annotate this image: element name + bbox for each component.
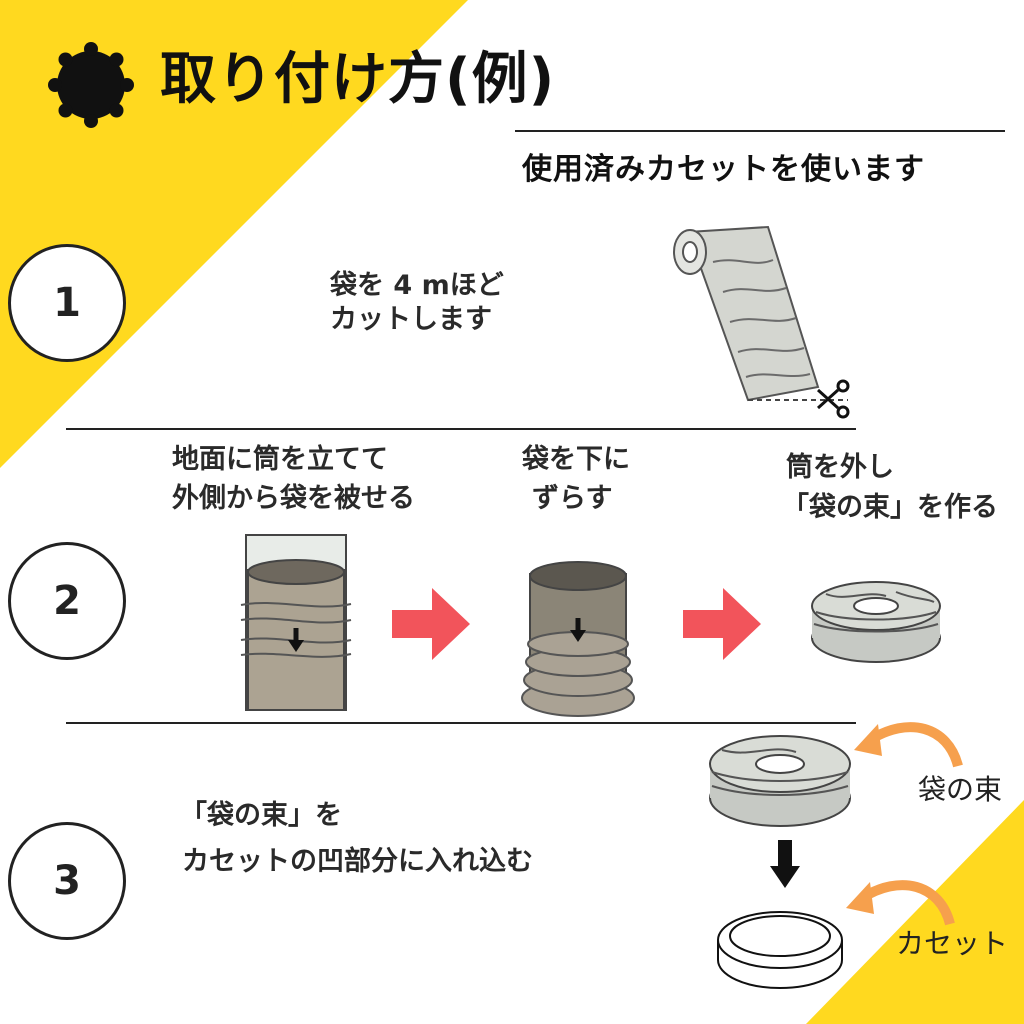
page-title: 取り付け方(例) [160, 47, 556, 112]
page-subtitle: 使用済みカセットを使います [522, 152, 925, 187]
step-2b-line-1: 袋を下に [522, 444, 630, 475]
section-divider-1 [66, 428, 856, 430]
section-divider-2 [66, 722, 856, 724]
bag-shifted-illustration [521, 561, 635, 717]
step-3-line-1: 「袋の束」を [180, 800, 342, 831]
step-3-number: 3 [8, 822, 126, 940]
bundle-into-cassette-illustration [709, 735, 851, 989]
step-3-line-2: カセットの凹部分に入れ込む [182, 846, 533, 877]
step-2c-line-1: 筒を外し [786, 452, 894, 483]
gear-icon [48, 42, 134, 128]
step-1-line-2: カットします [330, 304, 492, 335]
orange-curved-arrow-2-icon [846, 880, 955, 926]
red-arrow-1-icon [392, 588, 470, 660]
bundle-callout: 袋の束 [918, 773, 1003, 806]
step-2c-line-2: 「袋の束」を作る [782, 492, 998, 523]
step-2-number: 2 [8, 542, 126, 660]
bag-bundle-illustration [811, 581, 941, 663]
step-2a-line-1: 地面に筒を立てて [172, 444, 388, 475]
bag-roll-illustration [673, 225, 850, 419]
tube-with-bag-illustration [240, 534, 352, 711]
red-arrow-2-icon [683, 588, 761, 660]
header-divider [515, 130, 1005, 132]
step-1-number: 1 [8, 244, 126, 362]
step-2b-line-2: ずらす [532, 483, 613, 514]
cassette-callout: カセット [896, 927, 1009, 960]
orange-curved-arrow-1-icon [854, 722, 963, 768]
step-2a-line-2: 外側から袋を被せる [172, 483, 415, 514]
step-1-line-1: 袋を 4 mほど [330, 270, 504, 301]
scissors-icon [816, 379, 850, 419]
